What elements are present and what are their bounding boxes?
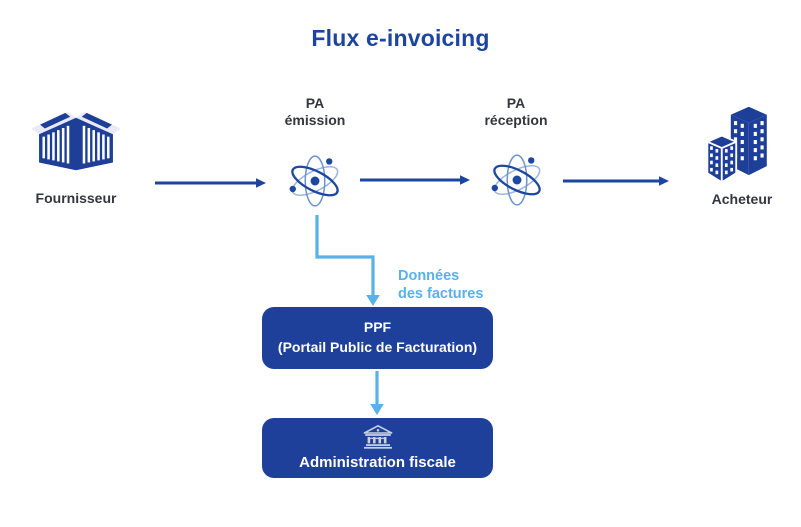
ppf-box-title: PPF	[363, 319, 392, 336]
pa-emission-label-line1: PA	[305, 95, 325, 111]
pa-emission-label: PA émission	[255, 95, 375, 128]
arrow-pa-reception-to-acheteur	[563, 176, 669, 186]
pa-reception-atom-icon	[491, 154, 541, 206]
donnees-des-factures-line1: Données	[398, 268, 460, 284]
pa-emission-atom-icon	[289, 155, 339, 207]
factory-building-icon	[31, 111, 121, 171]
donnees-des-factures-label: Données des factures	[398, 268, 518, 304]
elbow-pa-emission-to-ppf	[315, 215, 380, 306]
pa-reception-label-line1: PA	[506, 95, 526, 111]
administration-fiscale-label: Administration fiscale	[299, 453, 456, 471]
bank-icon	[363, 424, 392, 449]
arrow-pa-emission-to-pa-reception	[360, 175, 470, 185]
administration-fiscale-box: Administration fiscale	[262, 418, 493, 478]
pa-reception-label-line2: réception	[484, 111, 548, 128]
donnees-des-factures-line2: des factures	[398, 285, 484, 302]
pa-emission-label-line2: émission	[284, 111, 346, 128]
ppf-box-subtitle: (Portail Public de Facturation)	[277, 339, 478, 355]
acheteur-label: Acheteur	[711, 191, 773, 207]
page-title: Flux e-invoicing	[311, 25, 490, 51]
pa-reception-label: PA réception	[456, 95, 576, 128]
arrow-ppf-to-administration-fiscale	[370, 371, 384, 415]
arrow-fournisseur-to-pa-emission	[155, 178, 266, 188]
fournisseur-label: Fournisseur	[35, 190, 117, 206]
office-buildings-icon	[706, 106, 767, 184]
ppf-box: PPF (Portail Public de Facturation)	[262, 307, 493, 369]
